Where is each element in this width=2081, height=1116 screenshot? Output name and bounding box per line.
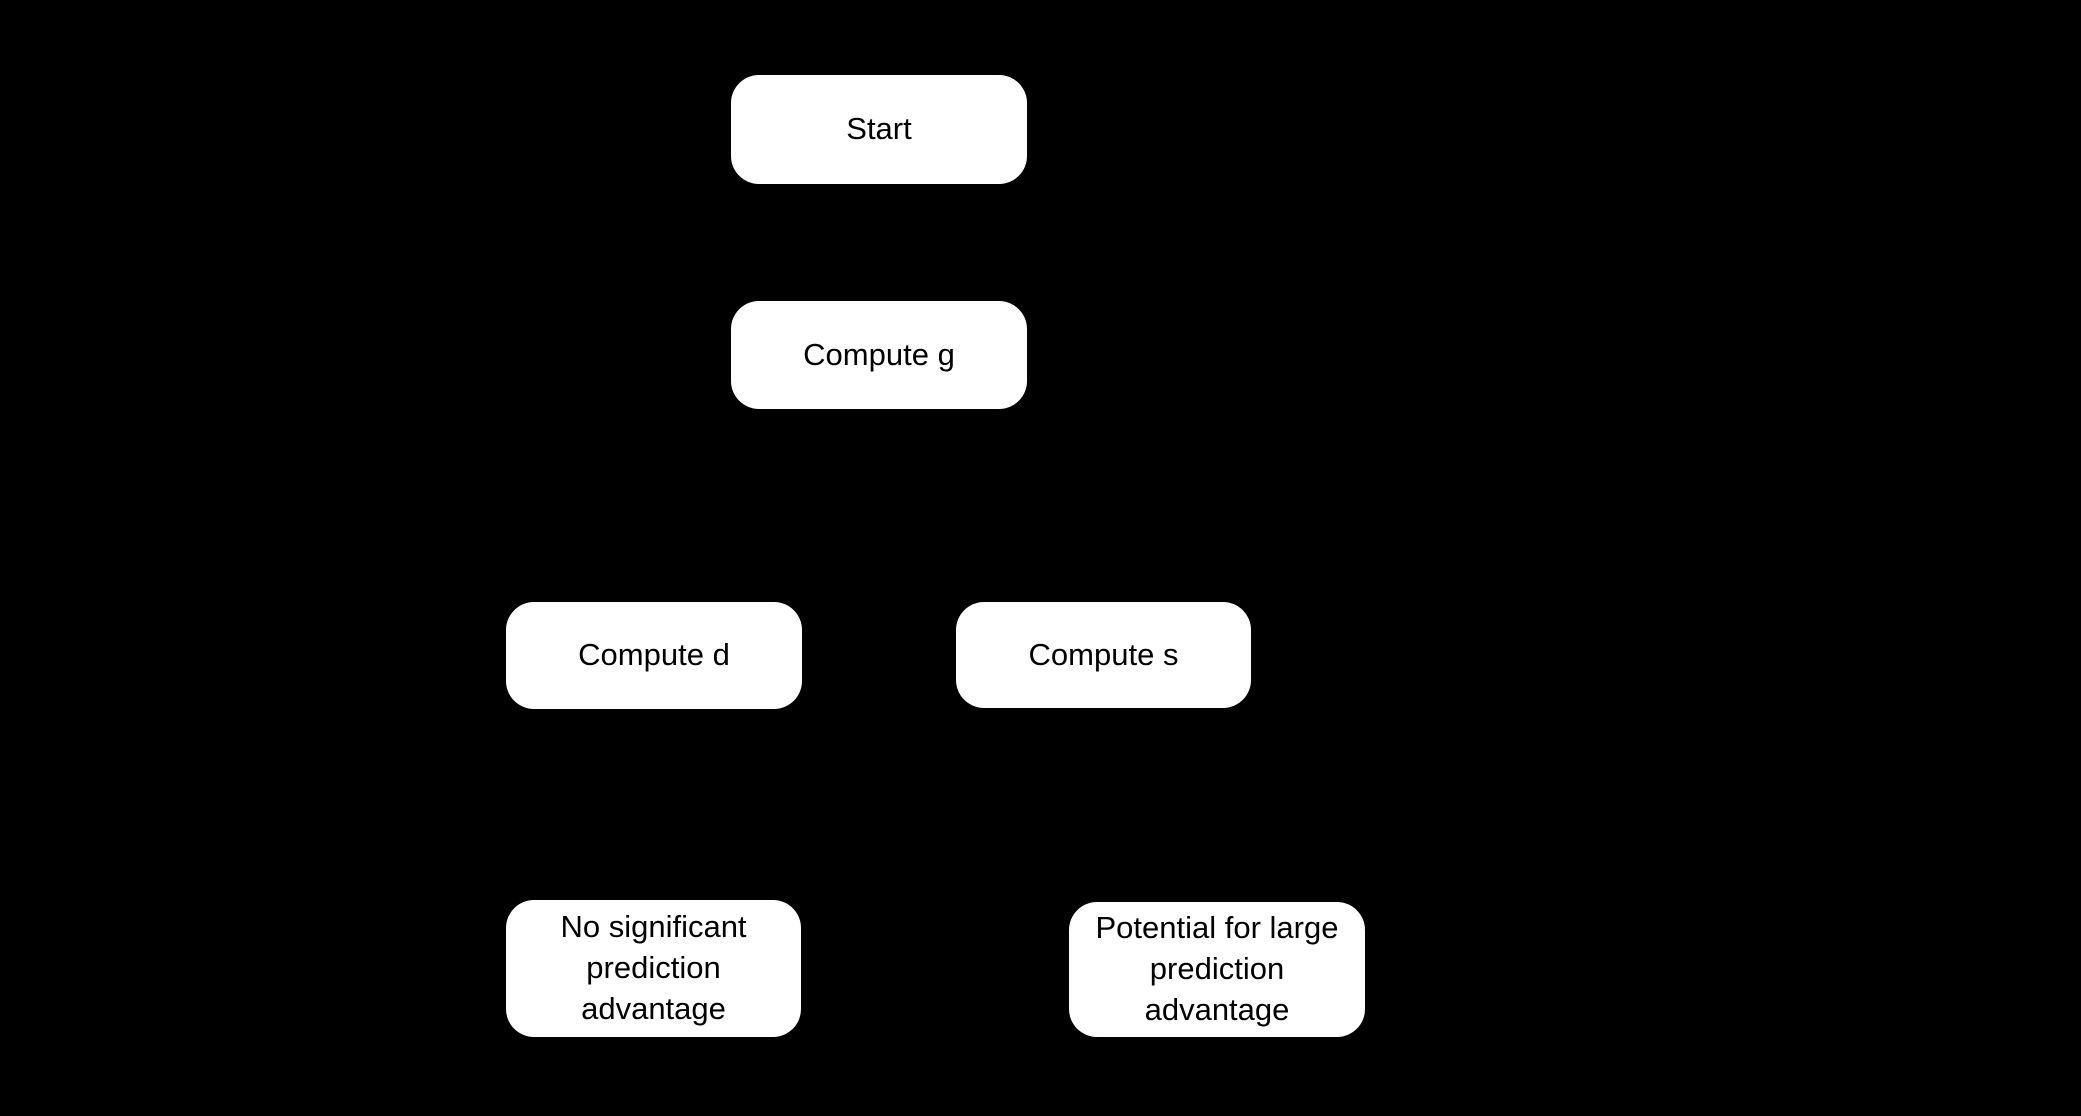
node-compute-s: Compute s — [956, 602, 1251, 708]
node-compute-d: Compute d — [506, 602, 802, 709]
node-start: Start — [731, 75, 1027, 184]
node-no-significant-advantage: No significant prediction advantage — [506, 900, 801, 1037]
node-label: Compute s — [1028, 636, 1179, 672]
node-potential-large-advantage: Potential for large prediction advantage — [1069, 902, 1365, 1037]
node-label: Compute d — [578, 637, 730, 673]
node-compute-g: Compute g — [731, 301, 1027, 409]
node-label: Compute g — [803, 336, 955, 372]
node-label: Potential for large prediction advantage — [1095, 910, 1339, 1027]
node-label: No significant prediction advantage — [560, 909, 747, 1026]
node-label: Start — [846, 111, 912, 147]
